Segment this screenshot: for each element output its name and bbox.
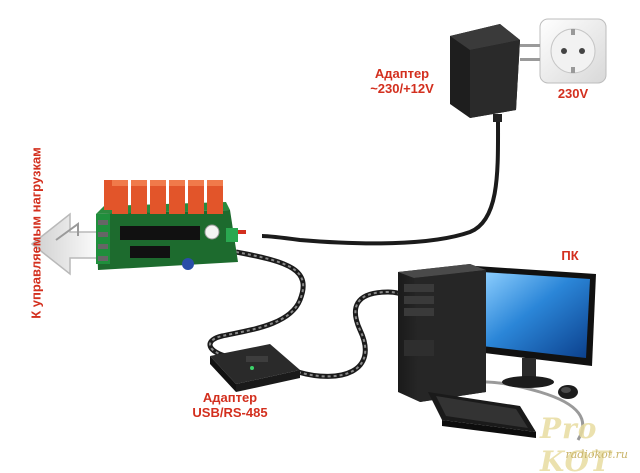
mouse xyxy=(558,385,578,399)
label-usb-adapter-line1: Адаптер xyxy=(202,390,258,405)
label-usb-adapter-line2: USB/RS-485 xyxy=(192,405,268,420)
relay-row xyxy=(104,180,223,214)
label-pc: ПК xyxy=(561,248,579,263)
pc-tower xyxy=(398,264,486,402)
power-cable xyxy=(261,117,501,246)
label-power-adapter-line1: Адаптер xyxy=(374,66,430,81)
label-loads: К управляемым нагрузкам xyxy=(26,130,46,335)
monitor xyxy=(476,266,596,388)
label-power-adapter: Адаптер ~230/+12V xyxy=(364,66,440,96)
usb-rs485-adapter xyxy=(210,344,300,392)
relay-board xyxy=(96,180,246,270)
label-power-adapter-line2: ~230/+12V xyxy=(370,81,434,96)
label-usb-adapter: Адаптер USB/RS-485 xyxy=(182,390,278,420)
keyboard xyxy=(428,392,536,438)
usb-cable xyxy=(297,289,413,379)
watermark: Pro KOT radiokot.ru xyxy=(540,410,636,473)
rs485-cable xyxy=(207,249,306,359)
wall-socket xyxy=(539,18,607,84)
label-socket-voltage: 230V xyxy=(557,86,589,101)
watermark-title: Pro KOT xyxy=(540,412,612,473)
watermark-site: radiokot.ru xyxy=(565,448,628,461)
power-adapter xyxy=(450,24,540,122)
label-loads-text: К управляемым нагрузкам xyxy=(28,146,44,319)
